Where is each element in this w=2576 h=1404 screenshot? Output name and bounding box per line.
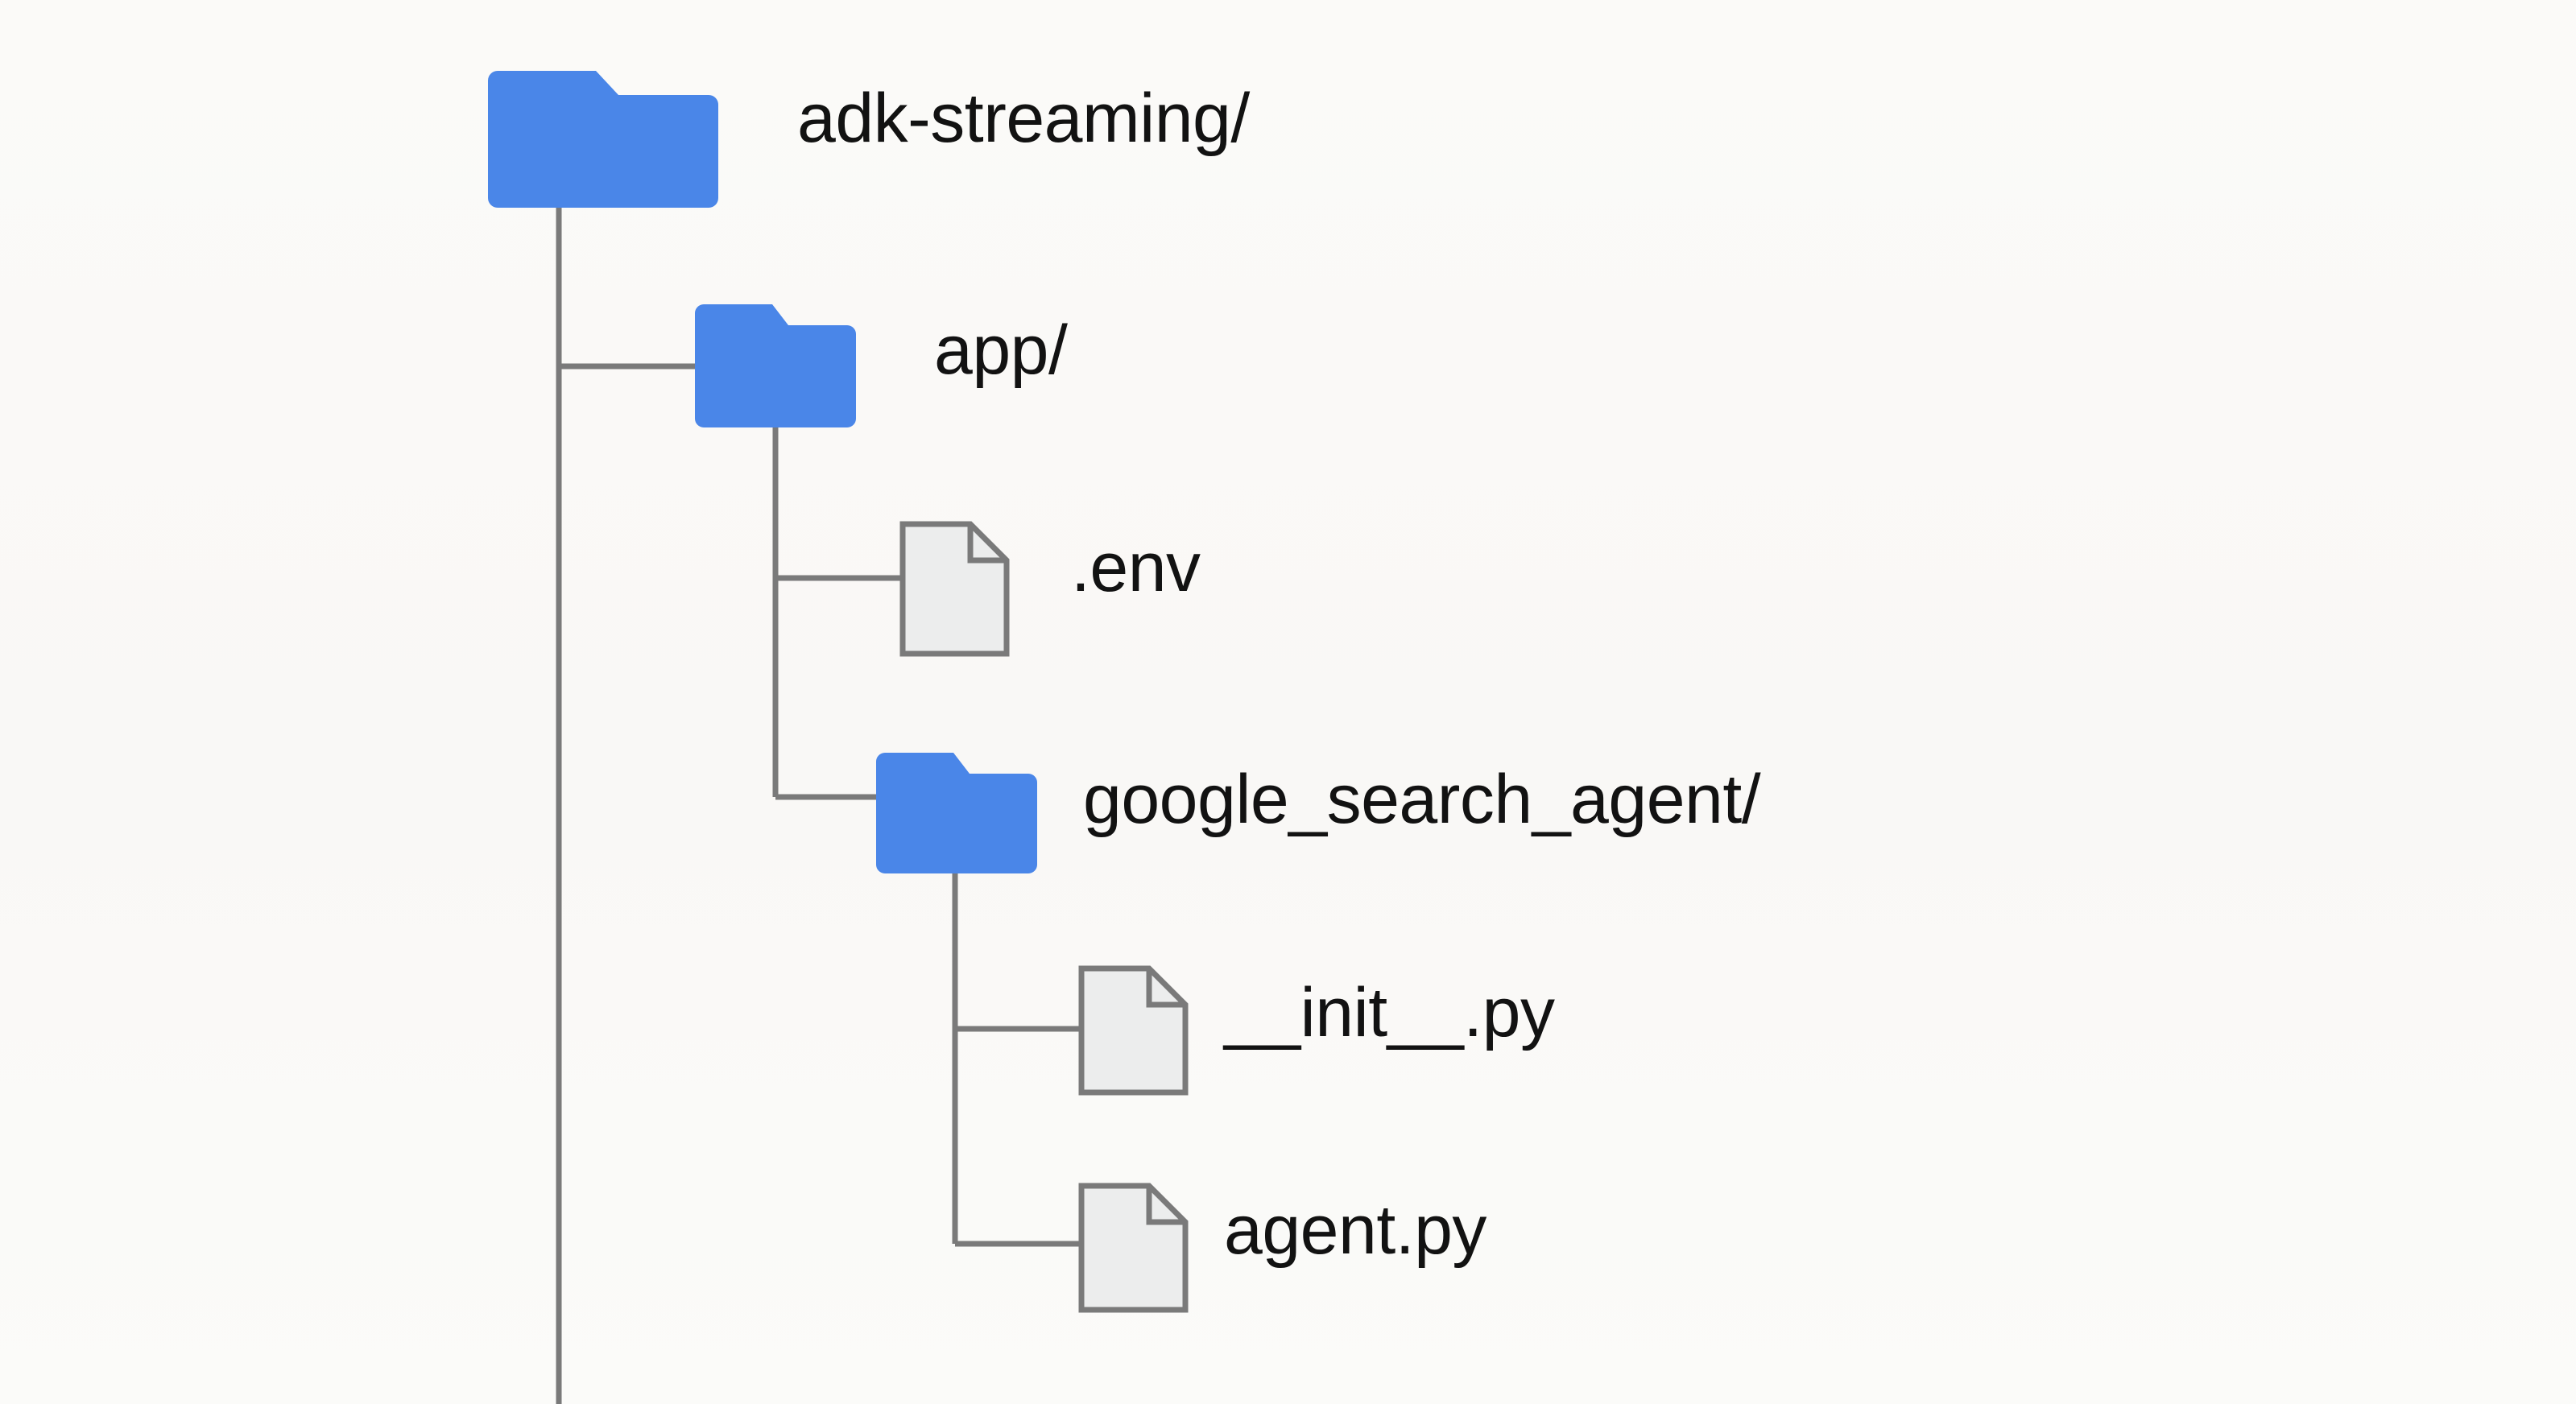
connector-lines xyxy=(556,208,1081,1404)
file-icon[interactable] xyxy=(1078,1183,1189,1313)
node-label-init-py[interactable]: __init__.py xyxy=(1224,974,1555,1051)
file-icon[interactable] xyxy=(899,521,1010,657)
file-icon[interactable] xyxy=(1078,965,1189,1096)
node-label-agent-py[interactable]: agent.py xyxy=(1224,1191,1486,1269)
folder-icon[interactable] xyxy=(488,71,718,208)
folder-icon[interactable] xyxy=(695,304,856,427)
node-label-env[interactable]: .env xyxy=(1071,529,1201,606)
node-label-adk-streaming[interactable]: adk-streaming/ xyxy=(797,80,1250,157)
folder-icon[interactable] xyxy=(876,753,1037,873)
node-label-google-search-agent[interactable]: google_search_agent/ xyxy=(1083,761,1761,838)
node-label-app[interactable]: app/ xyxy=(934,312,1068,389)
